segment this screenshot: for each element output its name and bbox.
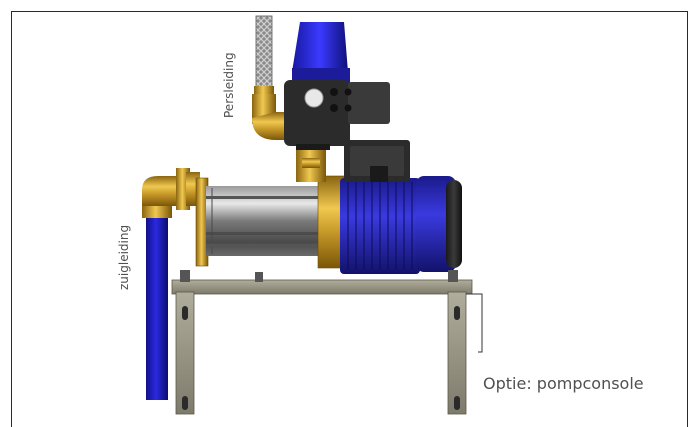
pressure-switch bbox=[284, 22, 390, 150]
pump-console bbox=[171, 270, 483, 415]
pressure-line-label: Persleiding bbox=[222, 52, 236, 118]
option-console-label: Optie: pompconsole bbox=[483, 374, 644, 393]
suction-line-label: zuigleiding bbox=[117, 224, 131, 290]
braided-hose bbox=[254, 15, 274, 96]
frame-top-line bbox=[11, 11, 688, 12]
pump-body bbox=[195, 146, 347, 269]
frame-right-line bbox=[687, 11, 688, 427]
motor bbox=[340, 140, 462, 274]
frame-left-line bbox=[11, 11, 12, 427]
